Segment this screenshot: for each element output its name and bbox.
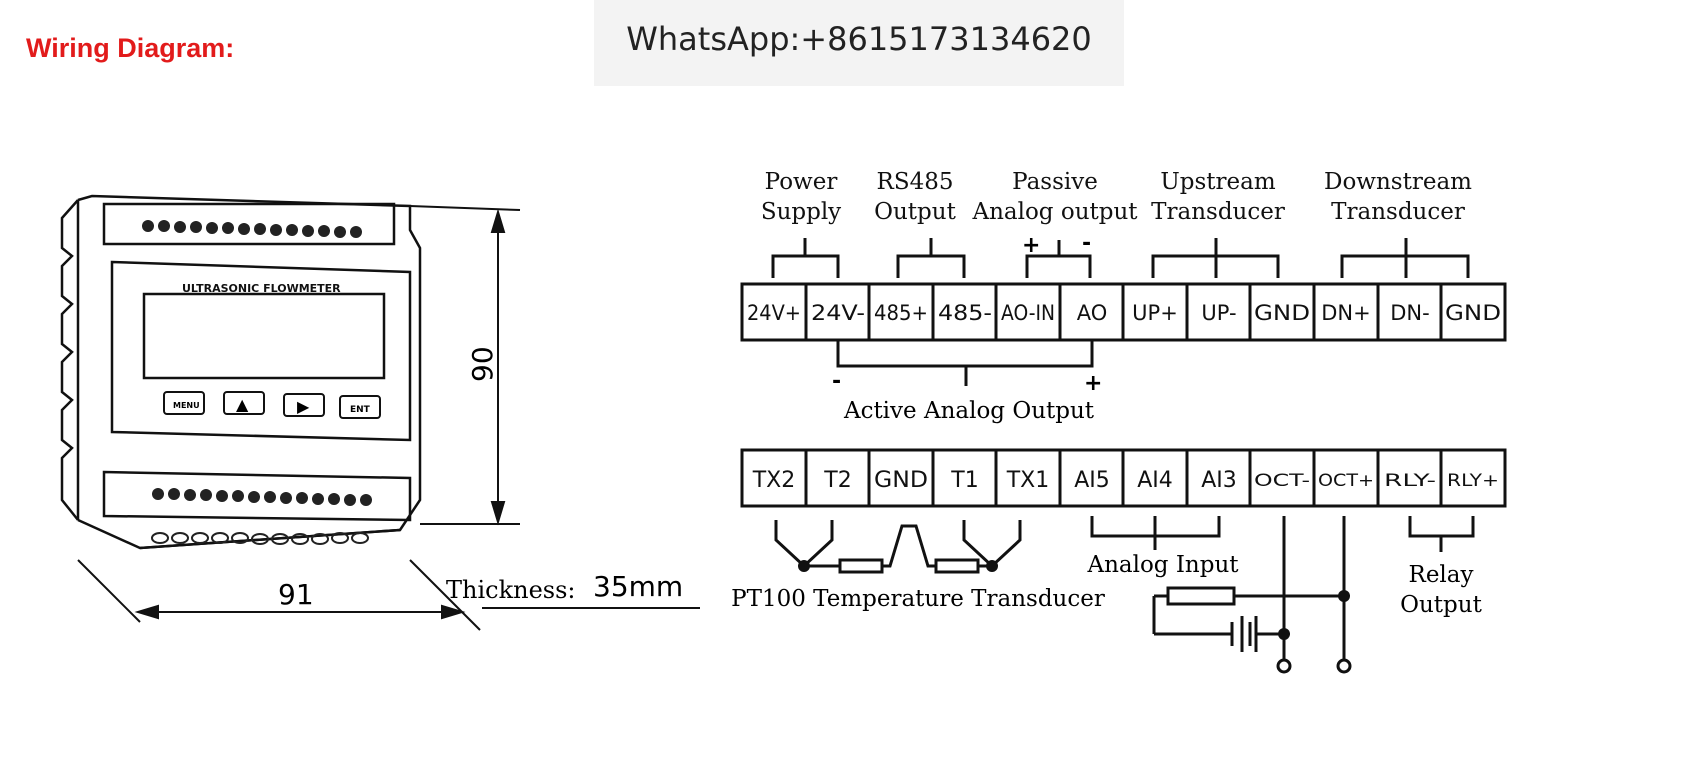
terminal-24v-minus: 24V- [811,301,865,325]
terminal-t1: T1 [950,468,978,493]
terminal-485-plus: 485+ [874,301,928,325]
upstream-label-1: Upstream [1160,169,1275,195]
oct-node-2 [1278,628,1290,640]
active-minus-sign: - [832,369,841,394]
active-analog-label: Active Analog Output [843,398,1095,424]
passive-minus-sign: - [1082,231,1091,256]
terminal-dn-minus: DN- [1390,301,1429,325]
passive-label-1: Passive [1012,169,1098,195]
up-button-icon: ▲ [236,395,249,414]
terminal-ai3: AI3 [1201,468,1237,493]
analog-input-bracket [1090,516,1221,550]
top-terminal-block [740,282,1507,342]
thickness-label: Thickness: [446,576,576,604]
terminal-up-minus: UP- [1201,301,1236,325]
rs485-label-2: Output [874,199,956,225]
base-clips [151,532,369,545]
menu-button-label: MENU [173,401,200,410]
terminal-gnd-2: GND [1445,301,1501,325]
bottom-terminal-block [740,448,1507,508]
bottom-terminal-screws [152,488,372,506]
contact-text: WhatsApp:+8615173134620 [626,20,1092,58]
relay-label-2: Output [1400,592,1482,618]
width-label: 91 [278,578,314,611]
downstream-label-2: Transducer [1331,199,1465,225]
power-supply-label-1: Power [765,169,838,195]
analog-input-label: Analog Input [1086,552,1239,578]
device-buttons [163,391,381,419]
terminal-ao-in: AO-IN [1001,301,1055,325]
passive-plus-sign: + [1022,233,1040,258]
height-label: 90 [466,346,499,382]
relay-label-1: Relay [1409,562,1474,588]
terminal-gnd-3: GND [874,468,928,493]
top-terminal-screws [142,220,362,238]
terminal-tx2: TX2 [752,468,796,493]
active-plus-sign: + [1084,371,1102,396]
pt100-node-left [798,560,810,572]
terminal-ai4: AI4 [1137,468,1173,493]
terminal-dn-plus: DN+ [1321,301,1370,325]
power-supply-label-2: Supply [761,199,841,225]
rs485-label-1: RS485 [877,169,954,195]
pt100-node-right [986,560,998,572]
terminal-ao: AO [1077,301,1108,325]
right-button-icon: ▶ [297,397,310,416]
terminal-485-minus: 485- [938,301,992,325]
terminal-24v-plus: 24V+ [747,301,801,325]
terminal-ai5: AI5 [1074,468,1110,493]
terminal-up-plus: UP+ [1132,301,1178,325]
width-dimension [77,559,481,631]
brand-label: ULTRASONIC FLOWMETER [182,282,341,295]
oct-node-1 [1338,590,1350,602]
active-analog-bracket [836,340,1094,386]
top-brackets [771,238,1470,278]
relay-bracket [1408,516,1475,552]
pt100-wiring [774,520,1022,574]
terminal-tx1: TX1 [1006,468,1050,493]
contact-banner: WhatsApp:+8615173134620 [594,0,1124,86]
oct-terminal-plus [1336,658,1352,674]
terminal-rly-minus: RLY- [1384,471,1436,491]
downstream-label-1: Downstream [1324,169,1472,195]
passive-label-2: Analog output [971,199,1138,225]
ent-button-label: ENT [350,405,371,415]
terminal-t2: T2 [823,468,851,493]
terminal-rly-plus: RLY+ [1447,471,1499,491]
terminal-gnd-1: GND [1254,301,1310,325]
oct-wiring [1152,516,1346,660]
pt100-label: PT100 Temperature Transducer [731,586,1105,612]
height-dimension [409,205,521,526]
terminal-oct-minus: OCT- [1254,471,1310,491]
upstream-label-2: Transducer [1151,199,1285,225]
terminal-oct-plus: OCT+ [1318,471,1374,491]
thickness-value: 35mm [593,570,683,603]
oct-terminal-minus [1276,658,1292,674]
page-title: Wiring Diagram: [26,33,235,63]
